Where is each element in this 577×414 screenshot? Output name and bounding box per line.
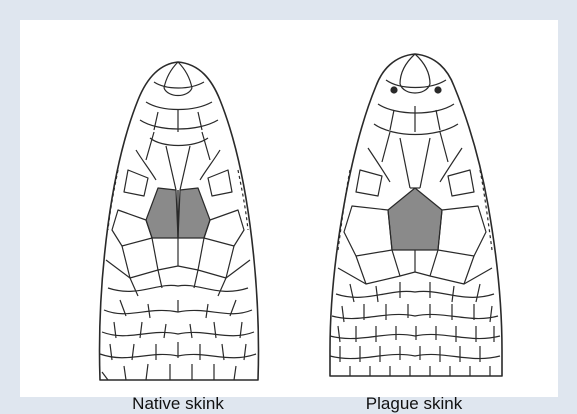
native-skink-label: Native skink (132, 394, 224, 414)
drawing-panel (20, 20, 558, 397)
plague-skink-label: Plague skink (366, 394, 462, 414)
native-skink-head-drawing (58, 20, 298, 397)
plague-skink-head-drawing (290, 20, 540, 397)
